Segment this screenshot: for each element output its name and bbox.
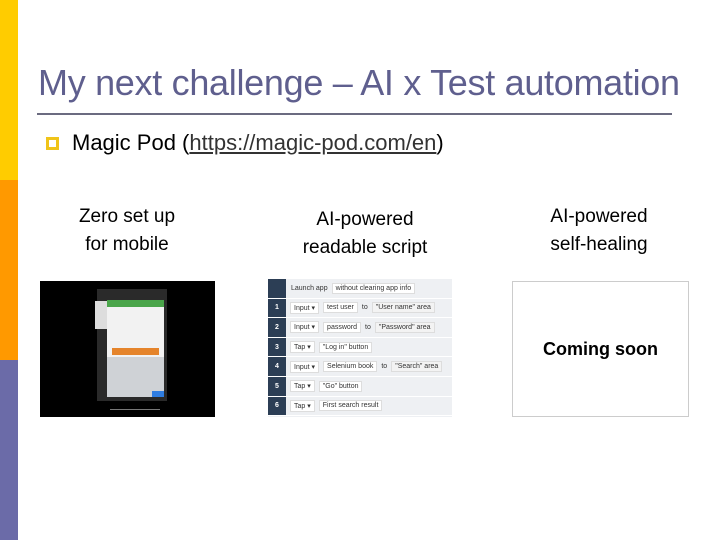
video-progress	[110, 409, 160, 410]
caption-script: AI-powered readable script	[265, 206, 465, 262]
caption-line: AI-powered	[316, 209, 414, 230]
caption-line: for mobile	[85, 234, 169, 255]
action-select[interactable]: Input ▾	[290, 301, 320, 314]
value-field[interactable]: "Log in" button	[318, 341, 373, 353]
coming-soon-box: Coming soon	[512, 281, 689, 417]
action-label: Tap	[294, 344, 306, 352]
caption-line: self-healing	[550, 234, 648, 255]
title-divider	[37, 113, 672, 115]
launch-row: Launch app without clearing app info	[268, 279, 452, 299]
script-step-row: 3 Tap ▾"Log in" button	[268, 337, 452, 358]
register-button	[112, 348, 159, 355]
value-field[interactable]: Selenium book	[323, 361, 378, 373]
step-number: 4	[268, 357, 286, 376]
action-select[interactable]: Tap ▾	[290, 399, 315, 412]
action-select[interactable]: Input ▾	[290, 360, 320, 373]
bullet-suffix: )	[436, 130, 444, 155]
script-step-row: 6 Tap ▾First search result	[268, 396, 452, 417]
step-number: 5	[268, 377, 286, 396]
bullet-square-icon	[46, 137, 59, 150]
keyboard	[107, 357, 164, 397]
action-label: Input	[294, 304, 310, 312]
caption-mobile: Zero set up for mobile	[27, 203, 227, 259]
launch-label: Launch app	[291, 284, 328, 292]
slide-title: My next challenge – AI x Test automation	[38, 62, 680, 103]
coming-soon-text: Coming soon	[543, 338, 658, 359]
action-label: Input	[294, 324, 310, 332]
action-select[interactable]: Tap ▾	[290, 341, 315, 354]
action-select[interactable]: Input ▾	[290, 321, 320, 334]
mobile-screenshot	[40, 281, 215, 417]
caption-line: readable script	[302, 237, 428, 258]
target-field[interactable]: "User name" area	[371, 302, 435, 314]
caption-line: AI-powered	[550, 206, 648, 227]
launch-option-select[interactable]: without clearing app info	[331, 282, 416, 294]
caption-line: Zero set up	[78, 206, 176, 227]
step-number: 6	[268, 396, 286, 416]
to-label: to	[365, 323, 371, 331]
magic-pod-link[interactable]: https://magic-pod.com/en	[189, 130, 437, 155]
script-step-row: 5 Tap ▾"Go" button	[268, 377, 452, 397]
action-label: Tap	[294, 402, 306, 410]
row-number	[268, 279, 286, 298]
value-field[interactable]: "Go" button	[318, 380, 363, 392]
bullet-text: Magic Pod (https://magic-pod.com/en)	[72, 130, 444, 156]
to-label: to	[361, 304, 368, 312]
target-field[interactable]: "Search" area	[391, 361, 443, 373]
accent-bar-yellow	[0, 0, 18, 180]
caption-self-healing: AI-powered self-healing	[499, 203, 699, 259]
step-number: 3	[268, 337, 286, 357]
bullet-prefix: Magic Pod (	[72, 130, 190, 155]
value-field[interactable]: test user	[323, 302, 358, 314]
keyboard-go-key	[152, 391, 164, 397]
sidebar-icons	[95, 301, 107, 329]
value-field[interactable]: First search result	[318, 400, 383, 412]
action-label: Tap	[294, 383, 306, 391]
value-field[interactable]: password	[323, 321, 362, 333]
action-label: Input	[294, 363, 310, 371]
accent-bar-purple	[0, 360, 18, 540]
to-label: to	[381, 363, 388, 371]
app-header	[107, 300, 164, 307]
target-field[interactable]: "Password" area	[374, 321, 435, 333]
step-number: 2	[268, 318, 286, 337]
step-number: 1	[268, 298, 286, 318]
accent-bar-orange	[0, 180, 18, 360]
action-select[interactable]: Tap ▾	[290, 380, 315, 393]
